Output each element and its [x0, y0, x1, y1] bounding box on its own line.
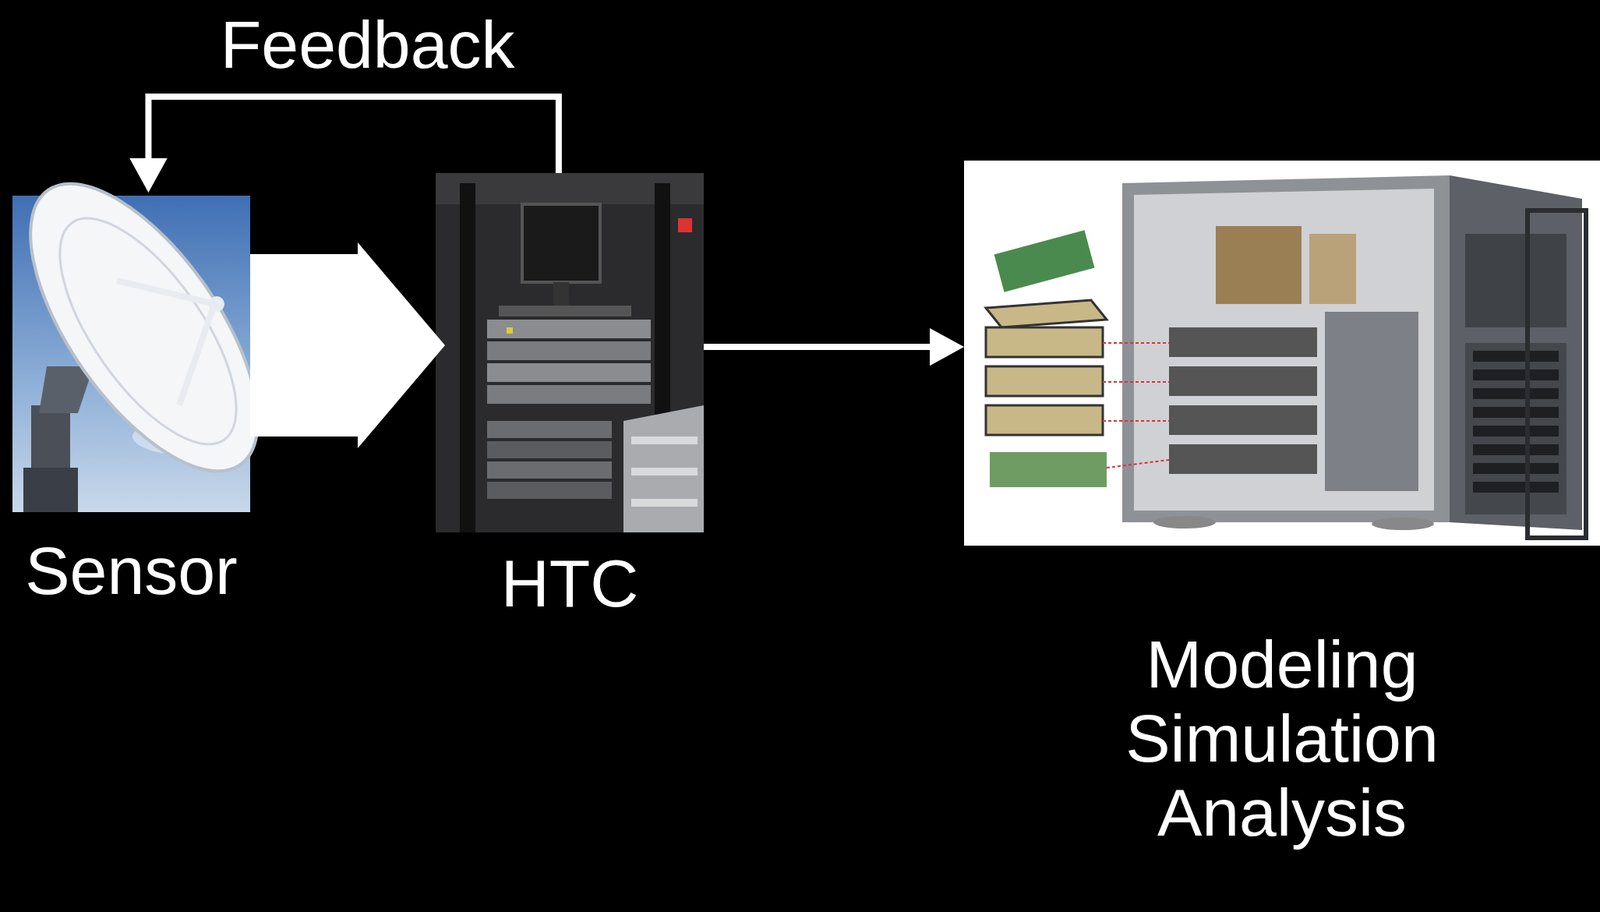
node-label: Modeling Simulation Analysis	[1125, 627, 1439, 850]
htc-node: HTC	[435, 173, 704, 533]
server-rack-photo	[435, 173, 704, 533]
connector	[250, 242, 446, 449]
arrowhead	[929, 328, 965, 366]
node-label: HTC	[501, 546, 640, 621]
connector	[703, 328, 965, 366]
sensor-node: Sensor	[12, 195, 251, 513]
gpu-server-photo	[964, 160, 1600, 546]
block-arrow	[250, 242, 446, 449]
arrowhead	[129, 158, 167, 193]
compute-node: Modeling Simulation Analysis	[964, 160, 1600, 546]
edge-label: Feedback	[217, 10, 519, 78]
node-label: Sensor	[24, 533, 238, 608]
connector	[129, 96, 559, 193]
